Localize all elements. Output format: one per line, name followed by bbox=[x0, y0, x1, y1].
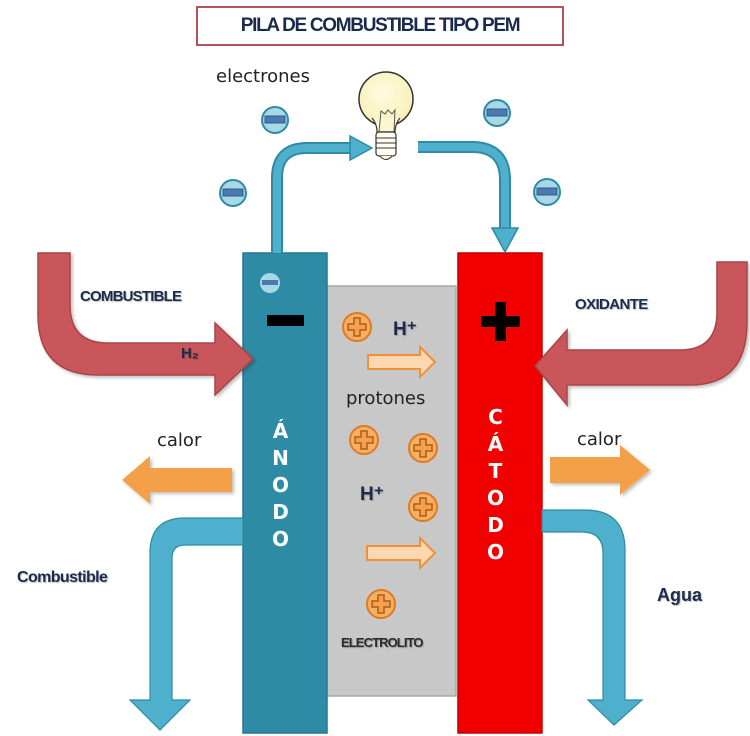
electron-minus-icon bbox=[261, 106, 289, 134]
fuel-out-label: Combustible bbox=[17, 569, 108, 586]
anode-letter: Á bbox=[272, 419, 289, 443]
anode-letter: O bbox=[272, 473, 290, 497]
h2-label: H₂ bbox=[181, 345, 199, 362]
title-box: PILA DE COMBUSTIBLE TIPO PEM bbox=[196, 6, 564, 46]
electron-minus-icon bbox=[219, 179, 247, 207]
anode-letter: O bbox=[272, 527, 290, 551]
fuel-outflow-arrow bbox=[128, 517, 244, 731]
electrolyte-label: ELECTROLITO bbox=[341, 635, 423, 650]
heat-left-label: calor bbox=[157, 430, 202, 451]
h-plus-label-top: H⁺ bbox=[393, 319, 417, 340]
proton-plus-icon bbox=[366, 589, 396, 619]
light-bulb-icon bbox=[358, 71, 414, 160]
proton-plus-icon bbox=[408, 433, 438, 463]
electron-path-down-arrow bbox=[418, 141, 511, 230]
cathode-letter: D bbox=[487, 513, 504, 537]
anode-electrode bbox=[242, 252, 328, 734]
h-plus-label-bottom: H⁺ bbox=[360, 484, 384, 505]
cathode-letter: Á bbox=[487, 432, 504, 456]
cathode-letter: T bbox=[488, 459, 503, 483]
cathode-letter: C bbox=[488, 405, 503, 429]
proton-plus-icon bbox=[349, 425, 379, 455]
electron-minus-icon bbox=[533, 178, 561, 206]
cathode-letter: O bbox=[487, 486, 505, 510]
anode-letter: D bbox=[272, 500, 289, 524]
oxidant-label: OXIDANTE bbox=[575, 296, 648, 313]
electron-arrowhead-down bbox=[490, 227, 520, 254]
electrons-label: electrones bbox=[216, 66, 310, 87]
diagram-title: PILA DE COMBUSTIBLE TIPO PEM bbox=[240, 15, 521, 36]
proton-flow-arrow bbox=[366, 535, 437, 571]
heat-right-label: calor bbox=[577, 429, 622, 450]
proton-flow-arrow bbox=[367, 344, 437, 380]
protons-label: protones bbox=[346, 388, 426, 409]
proton-plus-icon bbox=[342, 312, 372, 342]
anode-minus-sign bbox=[267, 315, 304, 326]
fuel-in-label: COMBUSTIBLE bbox=[80, 288, 182, 305]
water-outflow-arrow bbox=[541, 509, 644, 726]
cathode-plus-sign bbox=[481, 302, 520, 341]
cathode-letter: O bbox=[487, 540, 505, 564]
electron-minus-icon bbox=[483, 99, 511, 127]
fuel-inflow-arrow bbox=[37, 252, 255, 397]
anode-letter: N bbox=[272, 446, 289, 470]
heat-out-left-arrow bbox=[122, 456, 232, 504]
water-label: Agua bbox=[657, 585, 702, 605]
heat-out-right-arrow bbox=[550, 445, 650, 495]
oxidant-inflow-arrow bbox=[534, 261, 748, 408]
electron-minus-icon bbox=[260, 273, 280, 293]
electron-path-up-arrow bbox=[271, 142, 352, 253]
proton-plus-icon bbox=[408, 492, 438, 522]
electron-arrowhead-right bbox=[349, 134, 374, 162]
